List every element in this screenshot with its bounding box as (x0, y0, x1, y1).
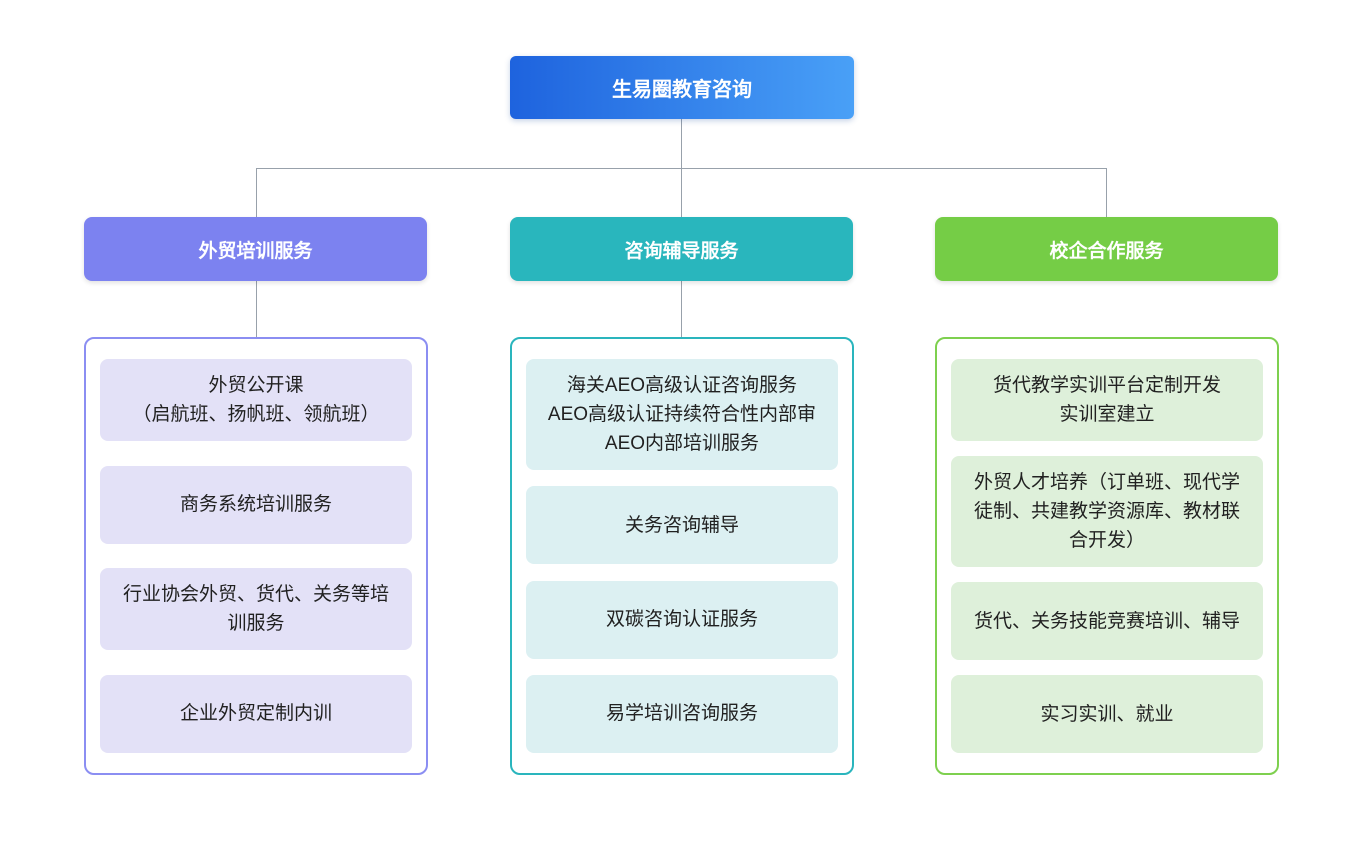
branch-header-label: 校企合作服务 (1049, 240, 1164, 262)
branch-panel-trade-training: 外贸公开课 （启航班、扬帆班、领航班） 商务系统培训服务 行业协会外贸、货代、关… (84, 337, 428, 775)
service-item: 实习实训、就业 (951, 675, 1263, 753)
service-item: 企业外贸定制内训 (100, 674, 412, 753)
branch-panel-consulting: 海关AEO高级认证咨询服务 AEO高级认证持续符合性内部审 AEO内部培训服务 … (510, 337, 854, 775)
connector-drop-branch-2 (681, 168, 682, 217)
branch-header-consulting: 咨询辅导服务 (510, 217, 853, 281)
branch-header-school-enterprise: 校企合作服务 (935, 217, 1278, 281)
service-item: 货代教学实训平台定制开发 实训室建立 (951, 359, 1263, 441)
root-node: 生易圈教育咨询 (510, 56, 854, 119)
connector-drop-branch-1 (256, 168, 257, 217)
service-item: 海关AEO高级认证咨询服务 AEO高级认证持续符合性内部审 AEO内部培训服务 (526, 359, 838, 470)
branch-header-label: 外贸培训服务 (198, 240, 313, 262)
service-item: 外贸人才培养（订单班、现代学徒制、共建教学资源库、教材联合开发） (951, 456, 1263, 567)
connector-drop-branch-3 (1106, 168, 1107, 217)
connector-branch-1-panel (256, 281, 257, 337)
branch-header-label: 咨询辅导服务 (624, 240, 739, 262)
branch-panel-school-enterprise: 货代教学实训平台定制开发 实训室建立 外贸人才培养（订单班、现代学徒制、共建教学… (935, 337, 1279, 775)
service-item: 商务系统培训服务 (100, 465, 412, 544)
service-item: 易学培训咨询服务 (526, 674, 838, 753)
service-item: 行业协会外贸、货代、关务等培训服务 (100, 568, 412, 651)
connector-branch-2-panel (681, 281, 682, 337)
connector-root-stem (681, 119, 682, 168)
root-node-label: 生易圈教育咨询 (612, 79, 752, 101)
service-item: 货代、关务技能竞赛培训、辅导 (951, 582, 1263, 660)
branch-header-trade-training: 外贸培训服务 (84, 217, 427, 281)
service-item: 外贸公开课 （启航班、扬帆班、领航班） (100, 359, 412, 441)
service-item: 关务咨询辅导 (526, 486, 838, 565)
service-item: 双碳咨询认证服务 (526, 580, 838, 659)
